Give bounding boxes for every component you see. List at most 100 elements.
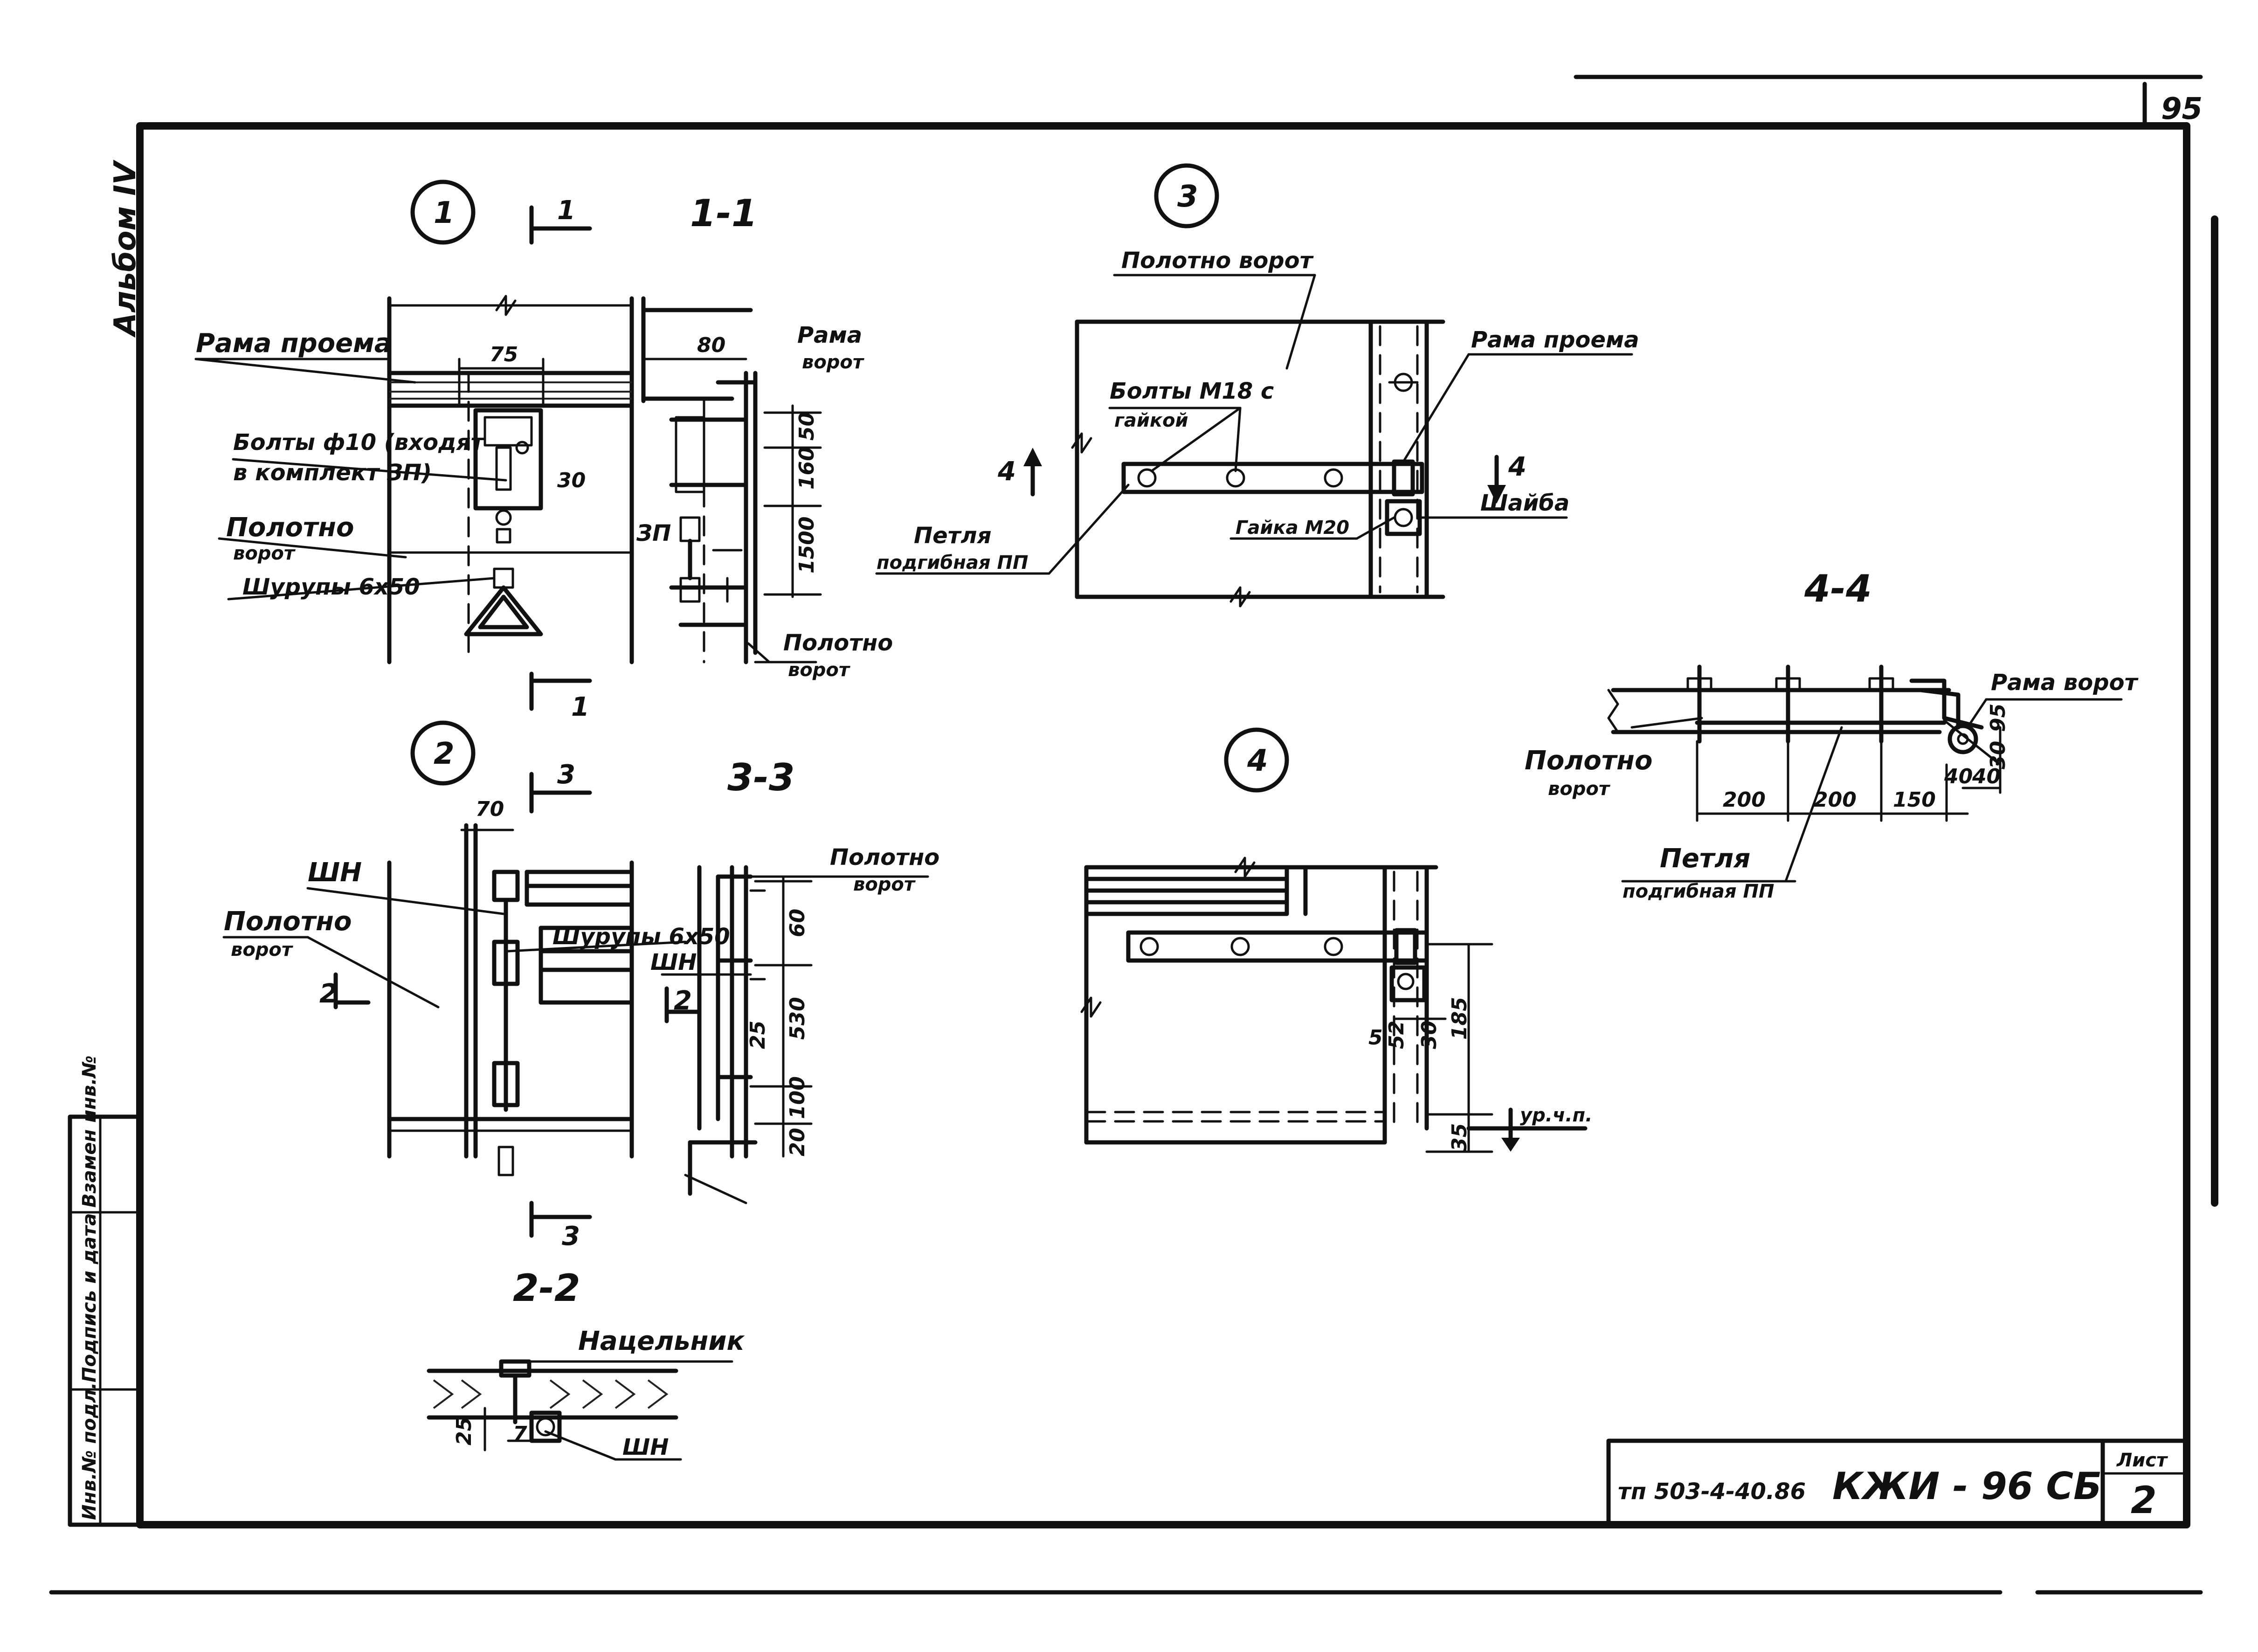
dim-40-a: 40 <box>1944 765 1973 788</box>
node-1-elevation <box>387 295 634 664</box>
label-nut-m20: Гайка М20 <box>1236 517 1349 539</box>
stamp-replaced: Взамен инв.№ <box>79 1056 100 1208</box>
label-loop-44-line2: подгибная ПП <box>1623 881 1774 902</box>
label-leaf-node2-line2: ворот <box>231 939 294 961</box>
dim-95: 95 <box>1986 704 2010 732</box>
label-loop-line2: подгибная ПП <box>877 552 1028 574</box>
cut-2-mark: 2 <box>319 979 338 1009</box>
node-4-marker-number: 4 <box>1247 744 1268 778</box>
label-screws: Шурупы 6х50 <box>242 574 420 600</box>
title-block <box>1606 1438 2189 1527</box>
node-2-marker <box>410 720 476 786</box>
stamp-inv-orig: Инв.№ подл. <box>79 1382 100 1520</box>
node-3-drawing <box>875 274 1633 608</box>
section-4-4-drawing <box>1607 664 2123 883</box>
section-1-1-drawing <box>641 296 822 664</box>
label-screws-node2: Шурупы 6х50 <box>552 924 730 950</box>
dim-75: 75 <box>490 343 518 366</box>
document-mark: КЖИ - 96 СБ <box>1832 1465 2102 1508</box>
document-code: тп 503-4-40.86 <box>1618 1479 1806 1505</box>
section-1-cut-mark-bottom: 1 <box>571 692 589 722</box>
dim-7: 7 <box>513 1422 527 1446</box>
label-nachelnik: Нацельник <box>578 1326 746 1356</box>
label-floor-level: ур.ч.п. <box>1520 1105 1592 1126</box>
dim-530: 530 <box>786 997 809 1040</box>
dim-150: 150 <box>1893 788 1936 812</box>
node-4-drawing <box>1080 857 1588 1153</box>
cut-4-mark-right: 4 <box>1508 452 1526 482</box>
dim-20: 20 <box>786 1128 809 1156</box>
label-leaf-section: Полотно <box>783 630 893 656</box>
label-leaf-section33: Полотно <box>830 844 939 871</box>
dim-185: 185 <box>1448 997 1471 1040</box>
dim-30: 30 <box>557 469 586 492</box>
label-leaf-44-line2: ворот <box>1548 778 1611 800</box>
album-label: Альбом IV <box>108 159 143 338</box>
section-3-3-drawing <box>661 865 929 1204</box>
node-2-leaders <box>222 887 687 1009</box>
label-leaf-node2: Полотно <box>224 906 352 937</box>
label-shn-22: ШН <box>622 1434 669 1460</box>
dim-40-b: 40 <box>1972 765 2001 788</box>
label-bolts-m18-line2: гайкой <box>1114 410 1188 431</box>
label-frame-opening-node3: Рама проема <box>1471 327 1639 353</box>
section-4-4-title: 4-4 <box>1804 567 1872 610</box>
dim-60: 60 <box>786 909 809 937</box>
approval-stamp-strip <box>68 1114 142 1527</box>
label-bolts-d10-line2: в комплект ЗП) <box>233 460 432 486</box>
cut-4-mark: 4 <box>997 456 1016 487</box>
node-3-marker-number: 3 <box>1177 180 1198 214</box>
cut-2-mark-b: 2 <box>674 986 692 1016</box>
sheet-border <box>49 75 2218 1595</box>
label-shn-section33: ШН <box>650 949 697 975</box>
label-bolts-m18: Болты М18 с <box>1110 378 1274 404</box>
label-frame-gate-44: Рама ворот <box>1991 670 2139 696</box>
label-washer: Шайба <box>1480 490 1569 516</box>
dim-80: 80 <box>697 333 725 357</box>
label-leaf-section-line2: ворот <box>788 659 851 681</box>
node-3-marker <box>1154 163 1219 228</box>
page-number: 95 <box>2161 92 2203 126</box>
label-leaf-44: Полотно <box>1525 746 1652 776</box>
section-1-cut-bottom <box>529 671 592 711</box>
dim-5: 5 <box>1368 1026 1383 1050</box>
section-2-2-title: 2-2 <box>513 1266 580 1310</box>
label-loop-44: Петля <box>1660 843 1750 874</box>
label-leaf-line2: ворот <box>233 543 296 564</box>
node-1-leaders <box>194 358 507 601</box>
dim-52: 52 <box>1385 1021 1409 1049</box>
section-3-3-title: 3-3 <box>727 756 795 799</box>
section-1-cut-top <box>529 205 592 245</box>
dim-200-b: 200 <box>1814 788 1857 812</box>
sheet-number: 2 <box>2131 1479 2157 1522</box>
label-bolts-d10: Болты ф10 (входят <box>233 429 485 456</box>
dim-25: 25 <box>746 1021 770 1049</box>
label-leaf: Полотно <box>226 512 354 543</box>
label-loop: Петля <box>914 523 992 549</box>
node-2-marker-number: 2 <box>434 737 455 771</box>
dim-100: 100 <box>786 1076 809 1119</box>
node-1-marker <box>410 180 476 245</box>
label-frame-gate: Рама <box>797 322 862 348</box>
section-1-1-title: 1-1 <box>690 192 758 235</box>
dim-50: 50 <box>795 412 819 441</box>
label-shn: ШН <box>308 857 362 888</box>
section-3-cut-bottom <box>529 1201 592 1238</box>
section-1-cut-mark: 1 <box>557 195 575 226</box>
label-frame-gate-line2: ворот <box>802 352 865 373</box>
dim-160: 160 <box>795 447 819 490</box>
section-3-cut-mark-bottom: 3 <box>562 1221 580 1251</box>
sheet-label: Лист <box>2116 1450 2168 1471</box>
dim-35: 35 <box>1448 1123 1471 1152</box>
node-1-marker-number: 1 <box>434 196 455 230</box>
node-4-marker <box>1224 727 1289 793</box>
stamp-signature: Подпись и дата <box>79 1213 100 1382</box>
dim-30-node4: 30 <box>1417 1021 1441 1049</box>
dim-70: 70 <box>476 797 504 821</box>
dim-1500: 1500 <box>795 517 819 574</box>
node-2-elevation <box>387 823 634 1176</box>
dim-30-44: 30 <box>1986 741 2010 769</box>
section-2-2-drawing <box>427 1359 733 1461</box>
section-3-cut-mark: 3 <box>557 760 575 790</box>
